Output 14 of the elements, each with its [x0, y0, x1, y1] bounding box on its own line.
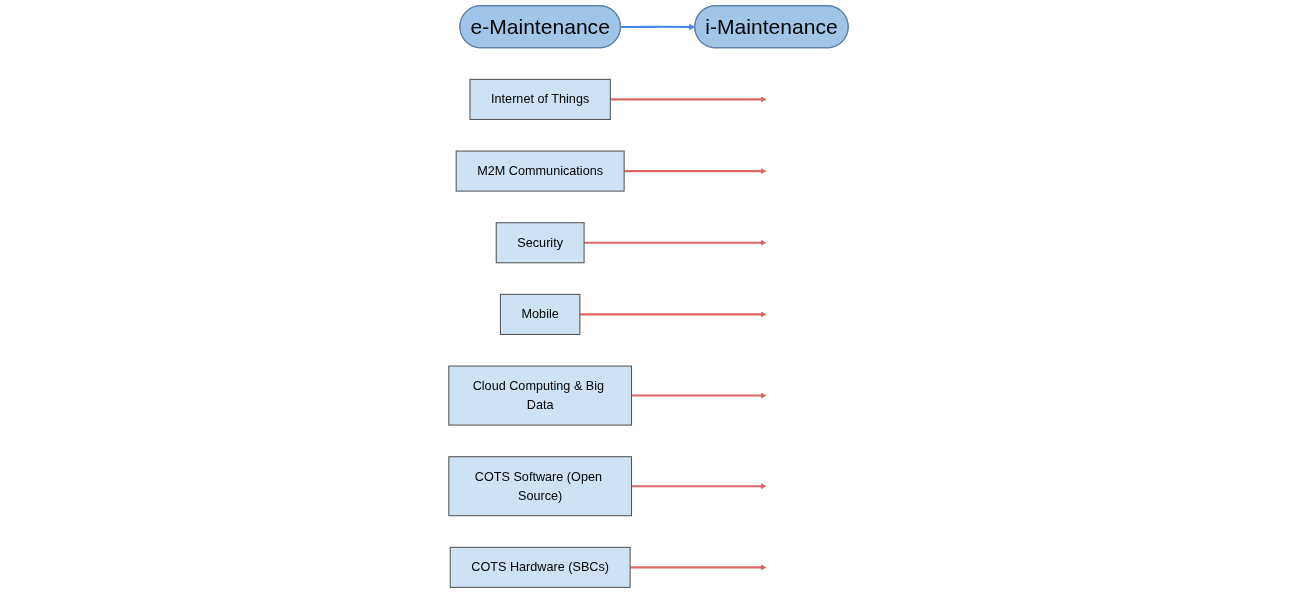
arrow — [610, 96, 767, 103]
node-box: COTS Hardware (SBCs) — [449, 546, 631, 588]
arrow — [584, 239, 767, 246]
node-box: Security — [495, 222, 585, 264]
arrow — [630, 564, 767, 571]
node-box: M2M Communications — [455, 150, 625, 192]
node-box: Mobile — [499, 293, 581, 335]
arrow — [631, 392, 767, 399]
node-box: Cloud Computing & Big Data — [448, 365, 632, 426]
arrow — [624, 168, 767, 175]
node-box: COTS Software (Open Source) — [448, 456, 632, 517]
arrow — [631, 483, 767, 490]
arrow — [579, 311, 767, 318]
node-box: Internet of Things — [469, 78, 611, 120]
